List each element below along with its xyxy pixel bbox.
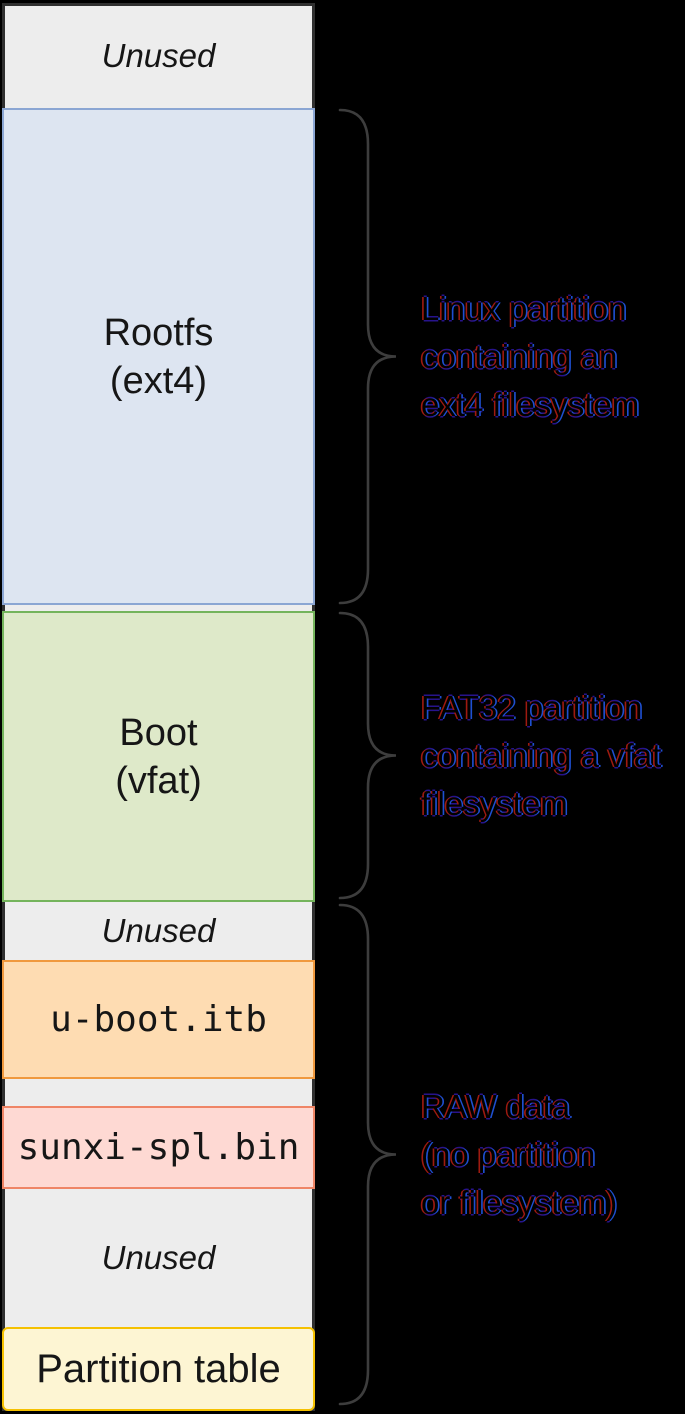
partition-u-boot-itb-label: u-boot.itb: [50, 999, 267, 1040]
partition-rootfs: Rootfs (ext4): [2, 108, 315, 605]
fat32-partition-note-line-2: containing a vfat: [421, 736, 662, 774]
linux-partition-note: Linux partition containing an ext4 files…: [421, 108, 639, 605]
brace-icon-ext4: [338, 108, 397, 605]
partition-rootfs-fstype: (ext4): [109, 359, 208, 402]
partition-table-label: Partition table: [36, 1346, 281, 1391]
raw-data-note-line-1: RAW data: [421, 1087, 571, 1125]
partition-unused-bottom: Unused: [2, 1189, 315, 1327]
partition-u-boot-itb: u-boot.itb: [2, 960, 315, 1079]
partition-unused-top-label: Unused: [101, 36, 216, 74]
raw-data-note: RAW data (no partition or filesystem): [421, 903, 617, 1406]
linux-partition-note-line-2: containing an: [421, 337, 618, 375]
partition-boot: Boot (vfat): [2, 611, 315, 902]
partition-rootfs-label: Rootfs: [103, 311, 214, 354]
fat32-partition-note: FAT32 partition containing a vfat filesy…: [421, 611, 661, 900]
partition-boot-fstype: (vfat): [115, 759, 202, 802]
raw-data-note-line-3: or filesystem): [421, 1183, 618, 1221]
partition-unused-top: Unused: [2, 3, 315, 108]
partition-sunxi-spl-bin: sunxi-spl.bin: [2, 1106, 315, 1189]
linux-partition-note-line-1: Linux partition: [421, 289, 627, 327]
partition-boot-label: Boot: [119, 711, 198, 754]
partition-table: Partition table: [2, 1327, 315, 1411]
partition-unused-bottom-label: Unused: [101, 1239, 216, 1276]
fat32-partition-note-line-1: FAT32 partition: [421, 688, 643, 726]
fat32-partition-note-line-3: filesystem: [421, 784, 568, 822]
brace-icon-raw: [338, 903, 397, 1406]
raw-data-note-line-2: (no partition: [421, 1135, 596, 1173]
linux-partition-note-line-3: ext4 filesystem: [421, 385, 640, 423]
partition-unused-mid: Unused: [2, 902, 315, 960]
partition-gap-2: [2, 1079, 315, 1106]
partition-sunxi-spl-bin-label: sunxi-spl.bin: [17, 1127, 300, 1168]
partition-unused-mid-label: Unused: [101, 912, 216, 949]
brace-icon-vfat: [338, 611, 397, 900]
